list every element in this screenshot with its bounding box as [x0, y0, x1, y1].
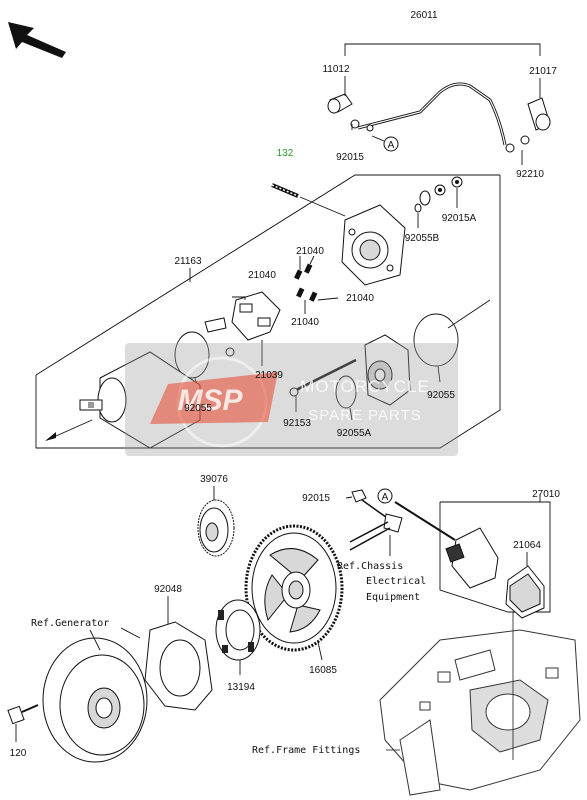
watermark-line1: MOTORCYCLE — [300, 377, 430, 396]
label-13194: 13194 — [227, 682, 255, 693]
label-120: 120 — [10, 748, 27, 759]
callout-a-mid-label: A — [382, 492, 389, 503]
label-92015-top: 92015 — [336, 152, 364, 163]
label-92055a: 92055A — [337, 428, 372, 439]
watermark: MSP MOTORCYCLE SPARE PARTS — [125, 343, 458, 456]
label-92153: 92153 — [283, 418, 311, 429]
callout-a-top: A — [371, 135, 399, 152]
callout-a-top-label: A — [388, 140, 395, 151]
label-92048: 92048 — [154, 584, 182, 595]
starter-motor-frame — [35, 174, 501, 449]
label-21017: 21017 — [529, 66, 557, 77]
brushes-21040 — [294, 255, 339, 314]
label-11012: 11012 — [322, 64, 350, 75]
callout-a-mid: A — [377, 488, 393, 504]
starter-cable-group — [327, 43, 551, 165]
starter-relay — [445, 527, 499, 589]
rubber-cap-21017 — [527, 97, 551, 131]
through-bolt-92153 — [289, 358, 357, 412]
starter-motor-body — [79, 268, 201, 449]
bolt-120 — [7, 704, 39, 742]
ring-gear-16085 — [244, 524, 344, 661]
watermark-line2: SPARE PARTS — [308, 407, 422, 424]
label-26011: 26011 — [410, 10, 438, 21]
label-92055-left: 92055 — [184, 403, 212, 414]
ref-chassis-line2: Electrical — [366, 576, 426, 587]
solenoid-wiring — [345, 489, 456, 556]
label-92055b: 92055B — [405, 233, 440, 244]
clutch-13194 — [215, 599, 261, 675]
plate-92048 — [144, 596, 213, 711]
frame-fittings — [379, 612, 581, 796]
label-21040-d: 21040 — [291, 317, 319, 328]
label-21039: 21039 — [255, 370, 283, 381]
ref-chassis-line1: Ref.Chassis — [337, 561, 403, 572]
label-92015-mid: 92015 — [302, 493, 330, 504]
front-arrow-icon — [8, 22, 66, 58]
watermark-logo: MSP — [177, 384, 243, 417]
label-21040-a: 21040 — [296, 246, 324, 257]
o-ring-right — [413, 313, 459, 367]
o-ring-left — [174, 331, 210, 379]
rear-cover — [341, 204, 406, 286]
label-21040-b: 21040 — [248, 270, 276, 281]
ref-chassis-line3: Equipment — [366, 592, 420, 603]
brush-holder-21039 — [204, 291, 281, 366]
bolt-132 — [271, 183, 346, 217]
generator-rotor — [42, 629, 148, 763]
idle-gear-39076 — [197, 486, 235, 557]
o-ring-92055a — [335, 375, 357, 409]
label-92055-right: 92055 — [427, 390, 455, 401]
label-21064: 21064 — [513, 540, 541, 551]
label-39076: 39076 — [200, 474, 228, 485]
rubber-cap-11012 — [327, 93, 353, 114]
relay-cover-21064 — [505, 552, 545, 619]
ref-frame-fittings: Ref.Frame Fittings — [252, 745, 360, 756]
front-cover — [364, 334, 411, 406]
ref-generator: Ref.Generator — [31, 618, 109, 629]
label-132: 132 — [277, 148, 294, 159]
label-16085: 16085 — [309, 665, 337, 676]
nut-washer-stack — [414, 176, 463, 228]
label-21040-c: 21040 — [346, 293, 374, 304]
label-92015a: 92015A — [442, 213, 477, 224]
label-21163: 21163 — [174, 256, 202, 267]
label-27010: 27010 — [532, 489, 560, 500]
label-92210: 92210 — [516, 169, 544, 180]
